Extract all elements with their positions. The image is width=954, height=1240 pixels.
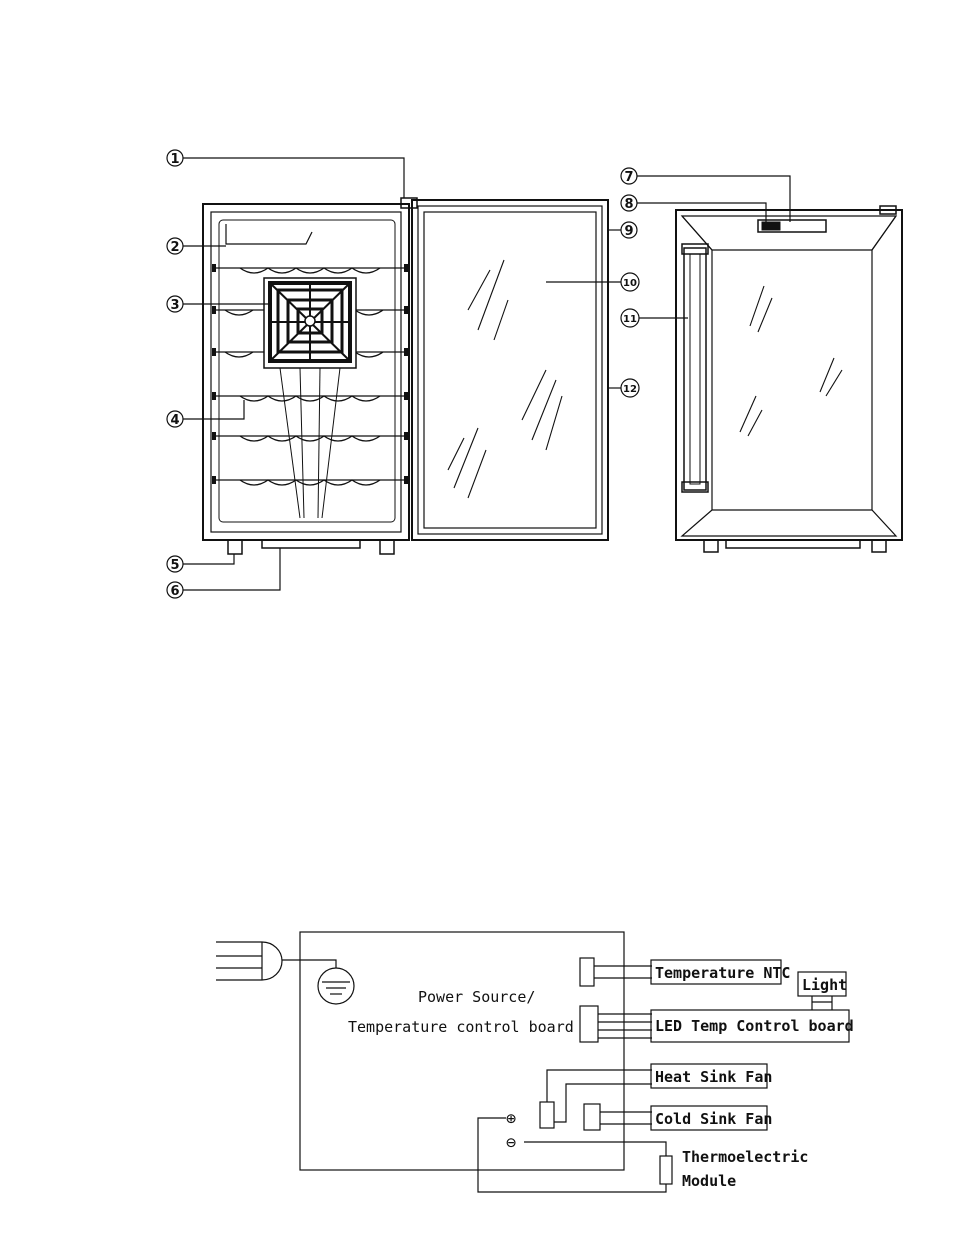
callout-8: 8 xyxy=(621,195,766,222)
callout-4: 4 xyxy=(167,400,244,428)
light-bracket xyxy=(226,224,312,244)
led-board-connection: LED Temp Control board xyxy=(580,1006,854,1042)
wiring-diagram: Power Source/ Temperature control board … xyxy=(216,932,854,1192)
callout-7: 7 xyxy=(621,168,790,222)
callout-12-number: 12 xyxy=(623,384,637,395)
callout-10-number: 10 xyxy=(623,278,637,289)
closed-cabinet xyxy=(676,210,902,540)
callout-11: 11 xyxy=(621,309,688,327)
plus-terminal: ⊕ xyxy=(506,1109,516,1129)
callout-7-number: 7 xyxy=(624,170,633,185)
callout-4-number: 4 xyxy=(170,413,179,428)
module-label-line1: Thermoelectric xyxy=(682,1148,808,1166)
door-outer xyxy=(412,200,608,540)
door-handle xyxy=(684,248,706,490)
led-board-label: LED Temp Control board xyxy=(655,1017,854,1035)
light-connection: Light xyxy=(798,972,847,1010)
callout-1-number: 1 xyxy=(170,152,179,167)
cold-fan-connection: Cold Sink Fan xyxy=(584,1104,772,1130)
display-window xyxy=(762,222,780,230)
door-gasket xyxy=(418,206,602,534)
heat-sink-fan-label: Heat Sink Fan xyxy=(655,1068,772,1086)
callout-12: 12 xyxy=(608,379,639,397)
cooler-closed-view xyxy=(676,206,902,552)
cabinet-outer xyxy=(203,204,409,540)
door-glass xyxy=(424,212,596,528)
callout-2: 2 xyxy=(167,238,226,255)
callout-6-number: 6 xyxy=(170,584,179,599)
cold-sink-fan-label: Cold Sink Fan xyxy=(655,1110,772,1128)
front-foot-right xyxy=(380,540,394,554)
callout-2-number: 2 xyxy=(170,240,179,255)
light-beams xyxy=(280,368,340,518)
minus-terminal: ⊖ xyxy=(506,1133,516,1153)
callout-5-number: 5 xyxy=(170,558,179,573)
callout-8-number: 8 xyxy=(624,197,633,212)
temperature-ntc-label: Temperature NTC xyxy=(655,964,790,982)
bottom-grille xyxy=(262,540,360,548)
control-board-box xyxy=(300,932,624,1170)
fan-module xyxy=(264,278,356,368)
ground-symbol xyxy=(318,968,354,1004)
cooler-open-view xyxy=(203,198,608,554)
glass-reflection xyxy=(448,260,562,498)
callout-9-number: 9 xyxy=(624,224,633,239)
callout-10: 10 xyxy=(546,273,639,291)
module-label-line2: Module xyxy=(682,1172,736,1190)
callout-6: 6 xyxy=(167,548,280,599)
board-label-line2: Temperature control board xyxy=(348,1018,574,1036)
board-label-line1: Power Source/ xyxy=(418,988,535,1006)
front-foot-left xyxy=(228,540,242,554)
light-label: Light xyxy=(802,976,847,994)
ntc-connection: Temperature NTC xyxy=(580,958,790,986)
callout-3-number: 3 xyxy=(170,298,179,313)
callout-1: 1 xyxy=(167,150,404,198)
callout-5: 5 xyxy=(167,554,234,573)
cabinet-liner xyxy=(219,220,395,522)
callout-9: 9 xyxy=(608,222,637,239)
power-plug xyxy=(216,942,336,980)
callout-11-number: 11 xyxy=(623,314,637,325)
